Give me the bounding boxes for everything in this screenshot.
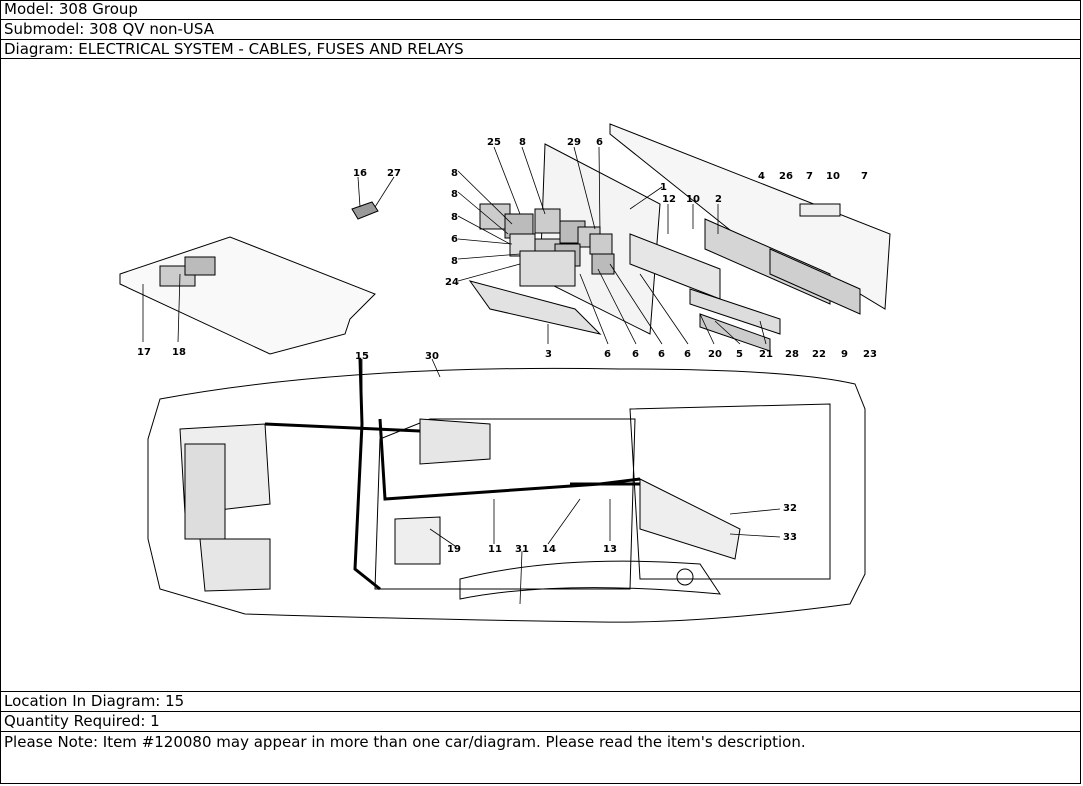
- leader-lines: [142, 146, 781, 605]
- component-tray: [119, 236, 376, 355]
- callout-33: 33: [783, 532, 797, 543]
- quantity-row: Quantity Required: 1: [0, 712, 1081, 732]
- callout-26: 26: [779, 171, 793, 182]
- callout-23: 23: [863, 349, 877, 360]
- callout-10: 10: [826, 171, 840, 182]
- callout-7: 7: [806, 171, 813, 182]
- callout-22: 22: [812, 349, 826, 360]
- callout-labels: 25 8 29 6 16 27 8 8 8 6 8 24 1 12 10 2 4…: [137, 137, 877, 555]
- relay-plate: [468, 280, 602, 335]
- location-row: Location In Diagram: 15: [0, 692, 1081, 712]
- callout-12: 12: [662, 194, 676, 205]
- wiring-harness: [264, 358, 641, 591]
- callout-8: 8: [451, 212, 458, 223]
- fuse-board: [609, 123, 891, 315]
- car-wiring-outline: [147, 367, 866, 623]
- callout-16: 16: [353, 168, 367, 179]
- note-text: Please Note: Item #120080 may appear in …: [4, 733, 806, 751]
- callout-3: 3: [545, 349, 552, 360]
- submodel-row: Submodel: 308 QV non-USA: [0, 20, 1081, 40]
- callout-10: 10: [686, 194, 700, 205]
- callout-14: 14: [542, 544, 556, 555]
- callout-25: 25: [487, 137, 501, 148]
- note-row: Please Note: Item #120080 may appear in …: [0, 732, 1081, 784]
- callout-32: 32: [783, 503, 797, 514]
- diagram-title-text: Diagram: ELECTRICAL SYSTEM - CABLES, FUS…: [4, 40, 464, 58]
- callout-8: 8: [451, 168, 458, 179]
- callout-6: 6: [451, 234, 458, 245]
- electrical-system-diagram: 25 8 29 6 16 27 8 8 8 6 8 24 1 12 10 2 4…: [119, 123, 891, 623]
- callout-6: 6: [632, 349, 639, 360]
- spare-fuse: [351, 201, 379, 220]
- model-row: Model: 308 Group: [0, 0, 1081, 20]
- location-text: Location In Diagram: 15: [4, 692, 185, 710]
- quantity-text: Quantity Required: 1: [4, 712, 160, 730]
- callout-18: 18: [172, 347, 186, 358]
- callout-13: 13: [603, 544, 617, 555]
- diagram-title-row: Diagram: ELECTRICAL SYSTEM - CABLES, FUS…: [0, 40, 1081, 59]
- callout-30: 30: [425, 351, 439, 362]
- callout-21: 21: [759, 349, 773, 360]
- callout-5: 5: [736, 349, 743, 360]
- callout-19: 19: [447, 544, 461, 555]
- callout-6: 6: [596, 137, 603, 148]
- callout-20: 20: [708, 349, 722, 360]
- callout-15: 15: [355, 351, 369, 362]
- callout-7: 7: [861, 171, 868, 182]
- callout-27: 27: [387, 168, 401, 179]
- callout-2: 2: [715, 194, 722, 205]
- callout-17: 17: [137, 347, 151, 358]
- exploded-diagram-area: 25 8 29 6 16 27 8 8 8 6 8 24 1 12 10 2 4…: [0, 59, 1081, 692]
- model-text: Model: 308 Group: [4, 0, 138, 18]
- callout-24: 24: [445, 277, 459, 288]
- submodel-text: Submodel: 308 QV non-USA: [4, 20, 214, 38]
- callout-8: 8: [451, 256, 458, 267]
- callout-31: 31: [515, 544, 529, 555]
- callout-4: 4: [758, 171, 765, 182]
- callout-28: 28: [785, 349, 799, 360]
- callout-11: 11: [488, 544, 502, 555]
- callout-8: 8: [519, 137, 526, 148]
- callout-6: 6: [604, 349, 611, 360]
- callout-1: 1: [660, 182, 667, 193]
- callout-6: 6: [684, 349, 691, 360]
- callout-9: 9: [841, 349, 848, 360]
- callout-29: 29: [567, 137, 581, 148]
- callout-8: 8: [451, 189, 458, 200]
- callout-6: 6: [658, 349, 665, 360]
